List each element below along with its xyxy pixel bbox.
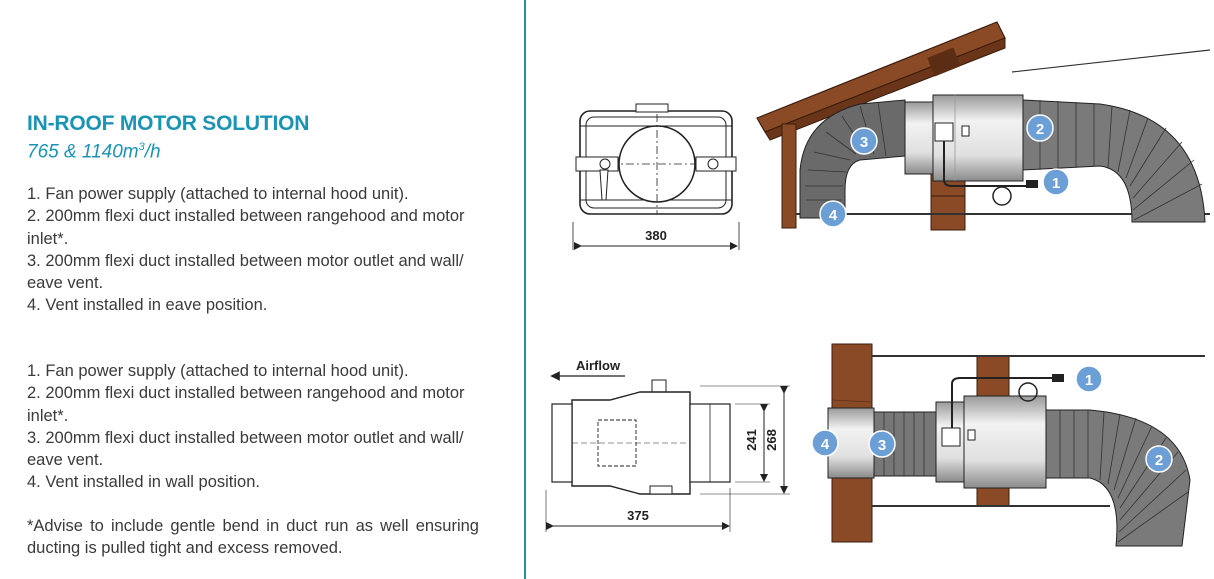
badge-2: 2 [1145,445,1173,473]
badge-2-label: 2 [1036,121,1044,138]
badge-4-label: 4 [829,207,838,224]
front-view-drawing: 380 [572,103,740,250]
list-item: 2. 200mm flexi duct installed between ra… [27,207,465,248]
badge-4: 4 [811,429,839,457]
badge-1: 1 [1042,168,1070,196]
badge-2: 2 [1026,114,1054,142]
badge-3-label: 3 [860,134,868,151]
subtitle-sup: 3 [138,141,145,153]
side-height-inner-label: 241 [744,429,759,451]
section-title: IN-ROOF MOTOR SOLUTION [27,112,310,135]
side-length-label: 375 [627,508,649,523]
list-item: 3. 200mm flexi duct installed between mo… [27,251,464,293]
front-width-label: 380 [645,228,667,243]
airflow-label: Airflow [576,358,621,373]
subtitle-tail: /h [144,141,161,163]
list-item: 4. Vent installed in eave position. [27,296,268,315]
badge-2-label: 2 [1155,452,1163,469]
list-item: 3. 200mm flexi duct installed between mo… [27,428,464,470]
list-item: 4. Vent installed in wall position. [27,473,260,492]
eave-install-list: 1. Fan power supply (attached to interna… [27,183,487,317]
list-item: 2. 200mm flexi duct installed between ra… [27,384,465,425]
install-note: *Advise to include gentle bend in duct r… [27,517,479,558]
wall-install-list: 1. Fan power supply (attached to interna… [27,360,487,494]
badge-1-label: 1 [1052,175,1060,192]
wall-installation-drawing: 1 2 3 4 [811,343,1205,547]
subtitle-main: 765 & 1140m [27,141,139,163]
column-divider [524,0,526,579]
side-height-outer-label: 268 [764,429,779,451]
badge-1: 1 [1075,365,1103,393]
badge-3: 3 [850,127,878,155]
side-view-drawing: Airflow 241 268 375 [545,358,790,532]
badge-1-label: 1 [1085,372,1093,389]
eave-installation-drawing: 1 2 3 4 [756,21,1211,231]
badge-4-label: 4 [821,436,830,453]
list-item: 1. Fan power supply (attached to interna… [27,362,409,380]
badge-4: 4 [819,200,847,228]
badge-3-label: 3 [878,437,886,454]
list-item: 1. Fan power supply (attached to interna… [27,185,409,203]
section-subtitle: 765 & 1140m3/h [27,141,161,163]
badge-3: 3 [868,430,896,458]
